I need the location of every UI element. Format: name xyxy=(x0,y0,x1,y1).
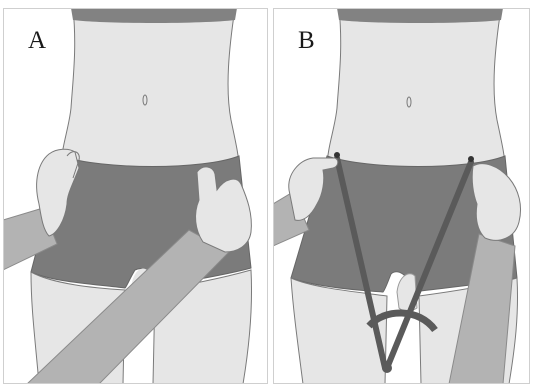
right-hand xyxy=(472,164,520,241)
panel-label-a: A xyxy=(28,28,46,53)
panel-b: B xyxy=(273,8,533,384)
torso xyxy=(61,8,239,168)
panel-a-illustration xyxy=(3,8,268,384)
left-thigh xyxy=(291,278,387,384)
caliper-tip-left xyxy=(334,152,340,158)
caliper-tip-right xyxy=(468,156,474,162)
panel-a: A xyxy=(3,8,268,384)
top-band xyxy=(337,8,503,23)
caliper-hinge xyxy=(382,363,392,373)
panel-label-b: B xyxy=(298,28,315,53)
top-band xyxy=(71,8,237,23)
panel-b-illustration xyxy=(273,8,533,384)
torso xyxy=(327,8,505,168)
